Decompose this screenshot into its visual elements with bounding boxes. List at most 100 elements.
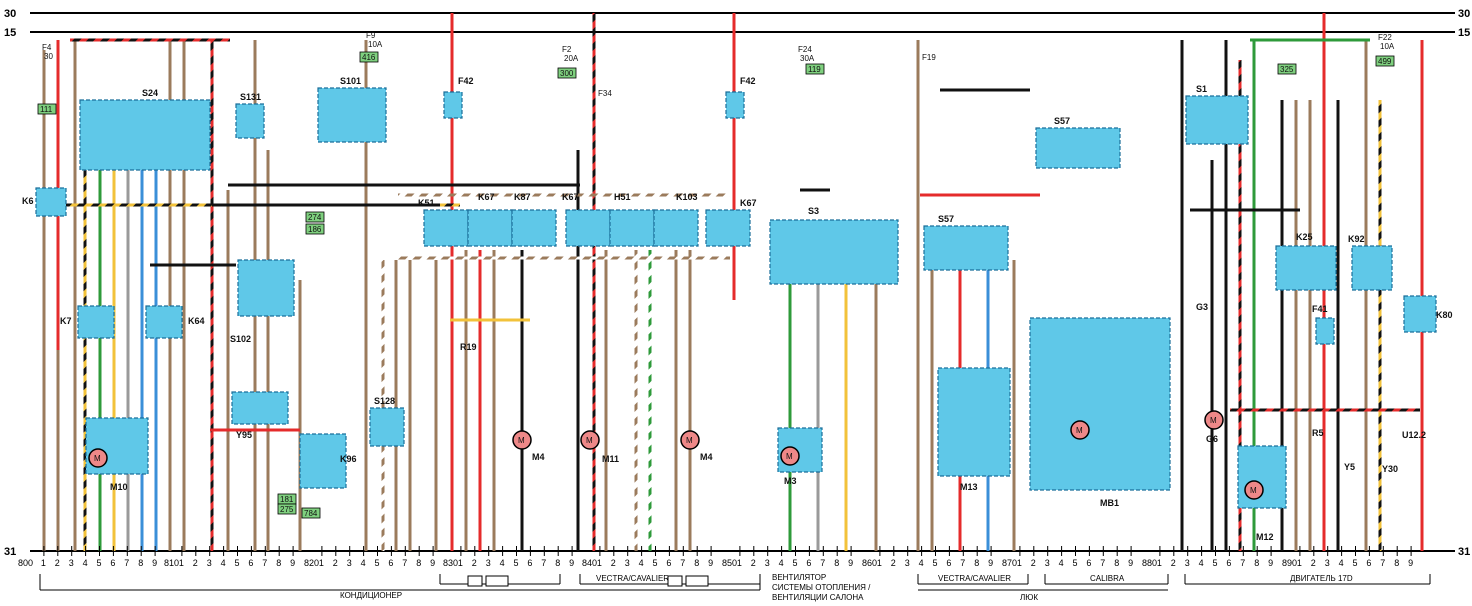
terminal-digit-5-7: 7 (820, 558, 825, 568)
terminal-digit-1-1: 1 (179, 558, 184, 568)
component-k7-box (77, 305, 115, 339)
terminal-digit-2-4: 4 (361, 558, 366, 568)
component-k64-label: K64 (188, 316, 205, 326)
component-k80-label: K80 (1436, 310, 1453, 320)
fuse-f9-label: F9 (366, 31, 376, 40)
component-m13-box (937, 367, 1011, 477)
motor-symbol-7 (1204, 410, 1224, 430)
terminal-digit-5-8: 8 (834, 558, 839, 568)
terminal-digit-7-2: 2 (1031, 558, 1036, 568)
terminal-digit-9-9: 9 (1408, 558, 1413, 568)
component-k6-box (35, 187, 67, 217)
block-880: 880 (1142, 558, 1157, 568)
motor-symbol-letter-3: M (686, 436, 693, 445)
code-label-c274: 274 (308, 213, 322, 222)
terminal-digit-1-4: 4 (221, 558, 226, 568)
rail-15-right: 15 (1458, 27, 1470, 39)
code-box-c111 (37, 103, 57, 115)
motor-symbol-6 (1244, 480, 1264, 500)
motor-symbol-letter-4: M (786, 452, 793, 461)
terminal-digit-4-2: 2 (611, 558, 616, 568)
terminal-digit-4-8: 8 (694, 558, 699, 568)
motor-symbol-0 (88, 448, 108, 468)
terminal-digit-0-9: 9 (152, 558, 157, 568)
component-s3-label: S3 (808, 206, 819, 216)
component-f42b-box (725, 91, 745, 119)
group-label-fan-3: ВЕНТИЛЯЦИИ САЛОНА (772, 593, 864, 602)
terminal-digit-8-8: 8 (1254, 558, 1259, 568)
terminal-digit-6-5: 5 (933, 558, 938, 568)
terminal-digit-9-3: 3 (1325, 558, 1330, 568)
terminal-digit-4-1: 1 (597, 558, 602, 568)
terminal-digit-9-6: 6 (1366, 558, 1371, 568)
terminal-digit-6-2: 2 (891, 558, 896, 568)
block-800: 800 (18, 558, 33, 568)
fuse-f9-value: 10A (368, 40, 383, 49)
terminal-digit-7-1: 1 (1017, 558, 1022, 568)
block-870: 870 (1002, 558, 1017, 568)
component-m10-label: M10 (110, 482, 128, 492)
terminal-digit-8-5: 5 (1213, 558, 1218, 568)
terminal-digit-2-9: 9 (430, 558, 435, 568)
code-box-c274 (305, 211, 325, 223)
terminal-digit-7-9: 9 (1128, 558, 1133, 568)
code-label-c499: 499 (1378, 57, 1392, 66)
terminal-digit-4-5: 5 (653, 558, 658, 568)
component-r5-label: R5 (1312, 428, 1324, 438)
component-f41-label: F41 (1312, 304, 1328, 314)
terminal-digit-0-6: 6 (110, 558, 115, 568)
component-k80-box (1403, 295, 1437, 333)
terminal-digit-1-2: 2 (193, 558, 198, 568)
terminal-digit-2-7: 7 (402, 558, 407, 568)
component-s1-label: S1 (1196, 84, 1207, 94)
component-k67b-box (565, 209, 611, 247)
terminal-digit-3-8: 8 (555, 558, 560, 568)
component-g3-label: G3 (1196, 302, 1208, 312)
code-box-c300 (557, 67, 577, 79)
fuse-f24-label: F24 (798, 45, 812, 54)
terminal-digit-2-1: 1 (319, 558, 324, 568)
fuse-f4-value: 30 (44, 52, 53, 61)
block-860: 860 (862, 558, 877, 568)
component-k67a-box (467, 209, 513, 247)
terminal-digit-6-8: 8 (974, 558, 979, 568)
motor-symbol-1 (512, 430, 532, 450)
terminal-digit-0-4: 4 (83, 558, 88, 568)
fuse-f4-label: F4 (42, 43, 52, 52)
motor-symbol-letter-2: M (586, 436, 593, 445)
fuse-f34-label: F34 (598, 89, 612, 98)
fuse-f22-label: F22 (1378, 33, 1392, 42)
terminal-digit-8-9: 9 (1268, 558, 1273, 568)
motor-symbol-letter-0: M (94, 454, 101, 463)
block-890: 890 (1282, 558, 1297, 568)
component-s1-box (1185, 95, 1249, 145)
terminal-digit-1-6: 6 (248, 558, 253, 568)
group-label-vectra-1: VECTRA/CAVALIER (596, 574, 669, 583)
terminal-digit-8-3: 3 (1185, 558, 1190, 568)
component-y95-label: Y95 (236, 430, 252, 440)
terminal-digit-7-3: 3 (1045, 558, 1050, 568)
component-k67b-label: K67 (562, 192, 579, 202)
component-s3-box (769, 219, 899, 285)
component-m3-label: M3 (784, 476, 797, 486)
component-m12-box (1237, 445, 1287, 509)
component-y95-box (231, 391, 289, 425)
component-m4a-label: M4 (532, 452, 545, 462)
component-s57b-label: S57 (1054, 116, 1070, 126)
terminal-digit-5-3: 3 (765, 558, 770, 568)
group-label-vectra-2: VECTRA/CAVALIER (938, 574, 1011, 583)
terminal-digit-9-8: 8 (1394, 558, 1399, 568)
terminal-digit-7-8: 8 (1114, 558, 1119, 568)
component-s128-box (369, 407, 405, 447)
component-h51-box (609, 209, 655, 247)
component-mb1-box (1029, 317, 1171, 491)
code-label-c416: 416 (362, 53, 376, 62)
block-labels: 800 810 820 830 840 850 860 870 880 890 (18, 558, 1297, 568)
component-s57b-box (1035, 127, 1121, 169)
terminal-digit-2-5: 5 (375, 558, 380, 568)
group-label-fan-1: ВЕНТИЛЯТОР (772, 573, 826, 582)
